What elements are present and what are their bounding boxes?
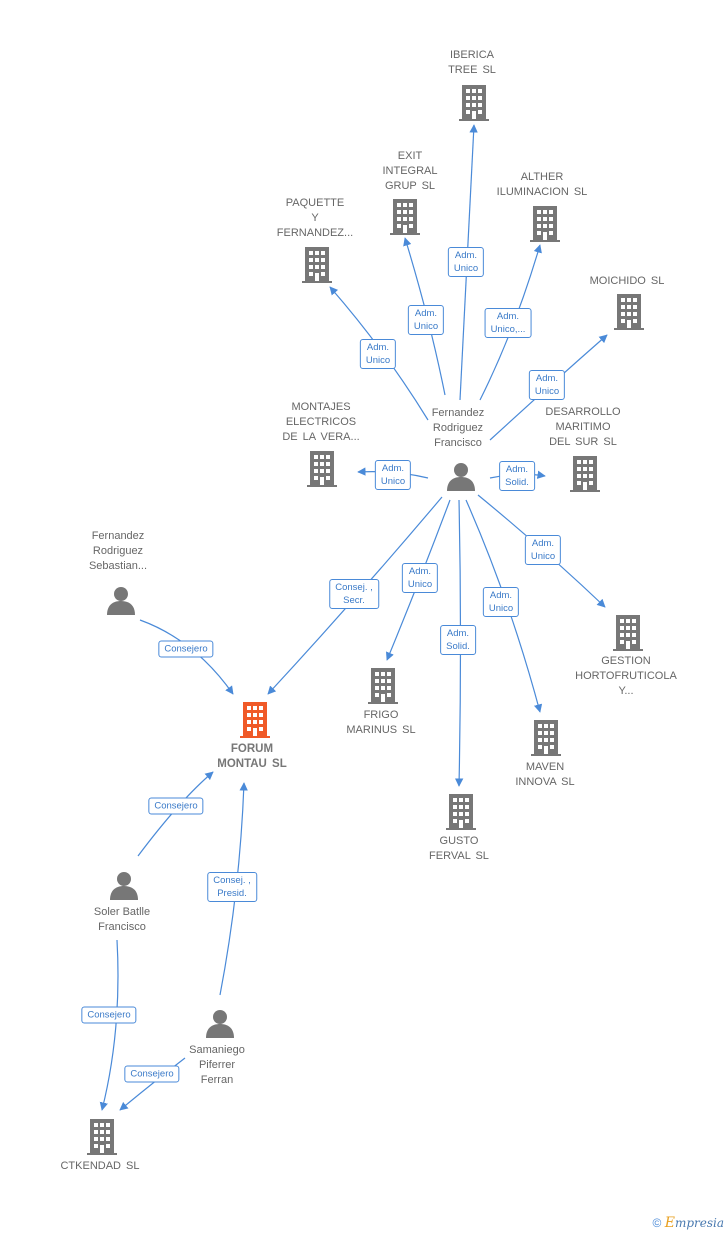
node-montajes-label[interactable]: MONTAJES ELECTRICOS DE LA VERA... <box>282 401 360 443</box>
edge-label-paquette: Adm. Unico <box>359 339 397 369</box>
building-icon[interactable] <box>87 1119 117 1155</box>
building-icon[interactable] <box>570 456 600 492</box>
edge-label-moichido: Adm. Unico <box>528 370 566 400</box>
node-ctkendad-label[interactable]: CTKENDAD SL <box>60 1160 140 1172</box>
building-icon[interactable] <box>459 85 489 121</box>
node-maven-label[interactable]: MAVEN INNOVA SL <box>515 761 575 788</box>
building-focus-icon[interactable] <box>240 702 270 738</box>
edge-label-iberica: Adm. Unico <box>447 247 485 277</box>
edge-label-samaniego-forum: Consej. , Presid. <box>207 872 257 902</box>
edge-label-maven: Adm. Unico <box>482 587 520 617</box>
copyright-symbol: © <box>652 1216 662 1230</box>
edge-label-exit: Adm. Unico <box>407 305 445 335</box>
edge-label-montajes: Adm. Unico <box>374 460 412 490</box>
brand-logo: Empresia <box>664 1215 724 1231</box>
edge-label-soler-forum: Consejero <box>148 797 204 815</box>
copyright-brand[interactable]: © Empresia <box>653 1215 724 1231</box>
node-gestion-label[interactable]: GESTION HORTOFRUTICOLA Y... <box>575 655 677 697</box>
building-icon[interactable] <box>531 720 561 756</box>
edge-soler-ctk <box>99 939 119 1111</box>
edge-label-samaniego-ctk: Consejero <box>124 1065 180 1083</box>
building-icon[interactable] <box>613 615 643 651</box>
node-gusto-label[interactable]: GUSTO FERVAL SL <box>429 835 489 862</box>
person-icon[interactable] <box>107 587 135 615</box>
building-icon[interactable] <box>446 794 476 830</box>
building-icon[interactable] <box>530 206 560 242</box>
node-fernandez-sebastian-label[interactable]: Fernandez Rodriguez Sebastian... <box>88 530 148 572</box>
node-frigo-label[interactable]: FRIGO MARINUS SL <box>346 709 416 736</box>
node-exit-label[interactable]: EXIT INTEGRAL GRUP SL <box>382 150 438 192</box>
node-desarrollo-label[interactable]: DESARROLLO MARITIMO DEL SUR SL <box>545 406 621 448</box>
edge-label-sebastian-forum: Consejero <box>158 640 214 658</box>
node-paquette-label[interactable]: PAQUETTE Y FERNANDEZ... <box>276 197 354 239</box>
node-moichido-label[interactable]: MOICHIDO SL <box>589 275 665 287</box>
edge-label-desarrollo: Adm. Solid. <box>499 461 535 491</box>
node-alther-label[interactable]: ALTHER ILUMINACION SL <box>496 171 588 198</box>
edge-label-alther: Adm. Unico,... <box>484 308 532 338</box>
building-icon[interactable] <box>390 199 420 235</box>
building-icon[interactable] <box>302 247 332 283</box>
node-iberica-label[interactable]: IBERICA TREE SL <box>448 49 496 76</box>
person-icon[interactable] <box>447 463 475 491</box>
edge-label-frigo: Adm. Unico <box>401 563 439 593</box>
building-icon[interactable] <box>307 451 337 487</box>
node-samaniego-label[interactable]: Samaniego Piferrer Ferran <box>189 1044 245 1086</box>
building-icon[interactable] <box>368 668 398 704</box>
person-icon[interactable] <box>110 872 138 900</box>
edge-label-gusto: Adm. Solid. <box>440 625 476 655</box>
edge-label-forum-ff: Consej. , Secr. <box>329 579 379 609</box>
node-forum-label[interactable]: FORUM MONTAU SL <box>217 743 287 770</box>
person-icon[interactable] <box>206 1010 234 1038</box>
edge-label-soler-ctk: Consejero <box>81 1006 137 1024</box>
edge-label-gestion: Adm. Unico <box>524 535 562 565</box>
node-soler-label[interactable]: Soler Batlle Francisco <box>93 906 151 933</box>
building-icon[interactable] <box>614 294 644 330</box>
edge-samaniego-ctk <box>119 1057 186 1111</box>
node-fernandez-francisco-label[interactable]: Fernandez Rodriguez Francisco <box>431 407 485 449</box>
